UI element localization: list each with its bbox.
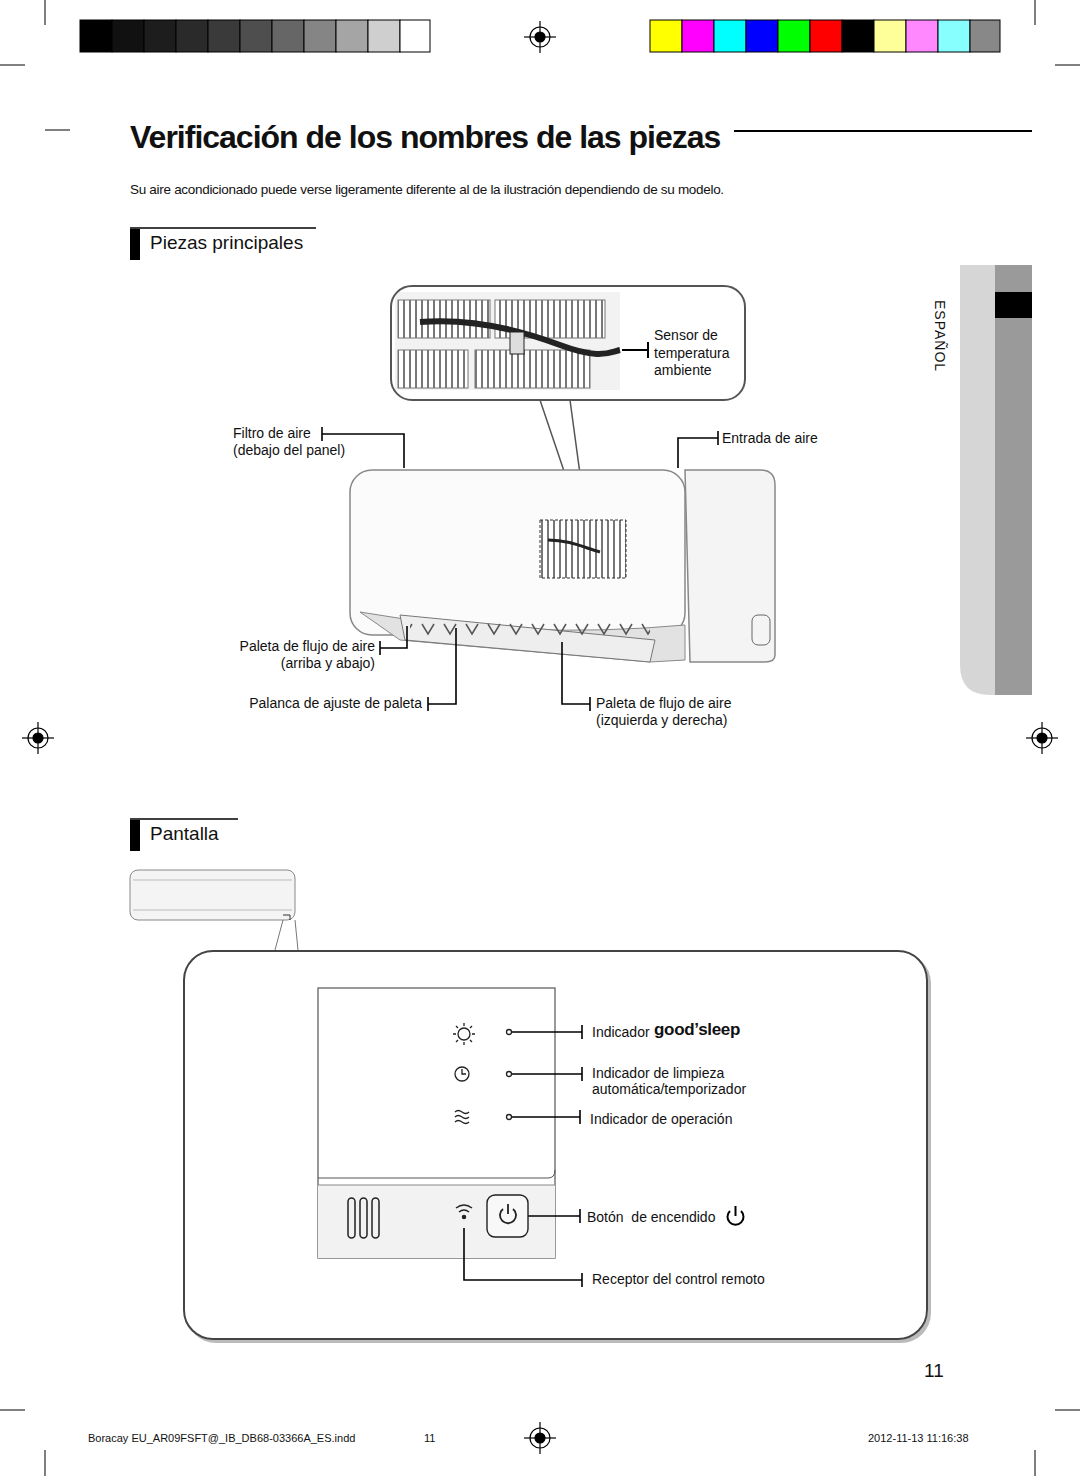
page-number: 11 <box>924 1360 944 1383</box>
intro-note: Su aire acondicionado puede verse ligera… <box>130 182 724 198</box>
timestamp: 2012-11-13 11:16:38 <box>868 1432 969 1445</box>
section-heading: Piezas principales <box>150 232 303 255</box>
title-rule <box>734 130 1032 132</box>
brand-name: good’sleep <box>654 1020 740 1040</box>
part-name: Sensor de temperatura ambiente <box>654 327 746 380</box>
part-name: Indicador de limpieza automática/tempori… <box>592 1065 767 1097</box>
file-page: 11 <box>424 1432 435 1445</box>
display-callout: Indicadorgood’sleepIndicador de limpieza… <box>183 950 928 1340</box>
page-title: Verificación de los nombres de las pieza… <box>130 118 720 156</box>
part-name: Indicador <box>592 1024 650 1041</box>
part-name: Palanca de ajuste de paleta <box>190 695 422 712</box>
part-name: Entrada de aire <box>722 430 818 447</box>
file-name: Boracay EU_AR09FSFT@_IB_DB68-03366A_ES.i… <box>88 1432 355 1445</box>
part-name: Paleta de flujo de aire (arriba y abajo) <box>205 638 375 672</box>
section-heading: Pantalla <box>150 823 219 846</box>
sensor-callout: Sensor de temperatura ambiente <box>390 285 746 401</box>
part-name: Paleta de flujo de aire (izquierda y der… <box>596 695 761 729</box>
language-tab: ESPAÑOL <box>931 300 948 372</box>
part-name: Indicador de operación <box>590 1111 732 1128</box>
part-name: Botón de encendido <box>587 1209 715 1226</box>
part-name: Filtro de aire (debajo del panel) <box>233 425 358 459</box>
part-name: Receptor del control remoto <box>592 1271 765 1288</box>
